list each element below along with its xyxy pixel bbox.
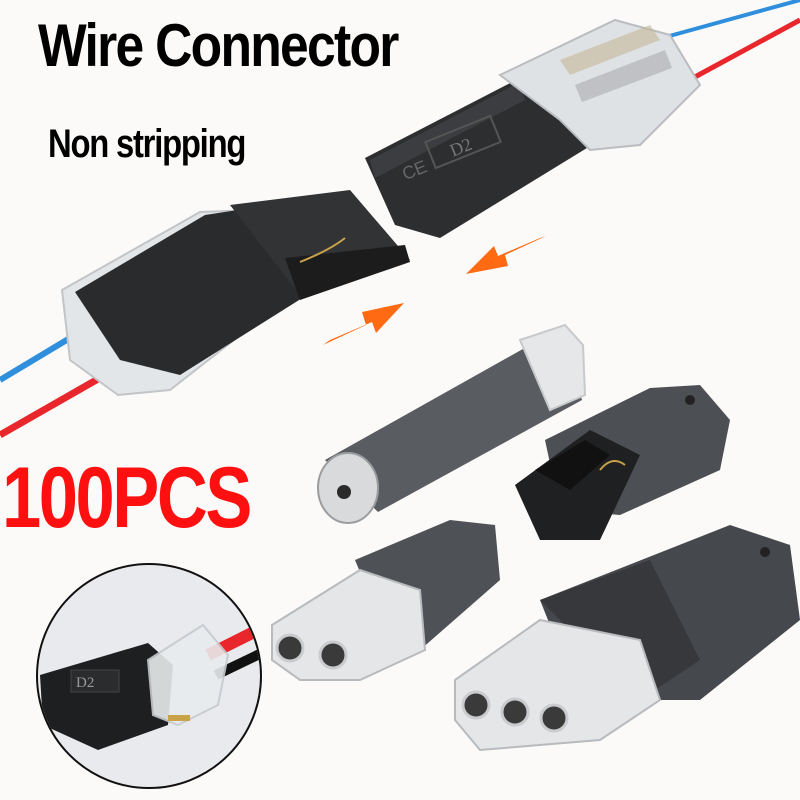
connector-cylinder [317, 323, 587, 524]
red-wire-left [0, 371, 107, 439]
connector-half-top-right: D2 CE [365, 18, 702, 238]
closeup-illustration: D2 [40, 622, 260, 750]
connector-2-pin [271, 520, 500, 681]
red-wire [691, 17, 800, 81]
blue-wire [654, 0, 800, 42]
headline-subtitle: Non stripping [48, 122, 246, 166]
connector-3-pin [454, 525, 800, 752]
headline-title: Wire Connector [38, 12, 399, 79]
connector-half-right [515, 385, 730, 540]
quantity-label: 100PCS [2, 450, 252, 546]
brass-contact [299, 237, 346, 263]
blue-wire-left [0, 332, 77, 383]
arrow-right-icon [323, 303, 404, 345]
arrow-left-icon [466, 236, 546, 274]
closeup-inset: D2 [36, 563, 262, 789]
inset-model-label: D2 [76, 675, 94, 691]
connector-half-left [60, 190, 410, 397]
